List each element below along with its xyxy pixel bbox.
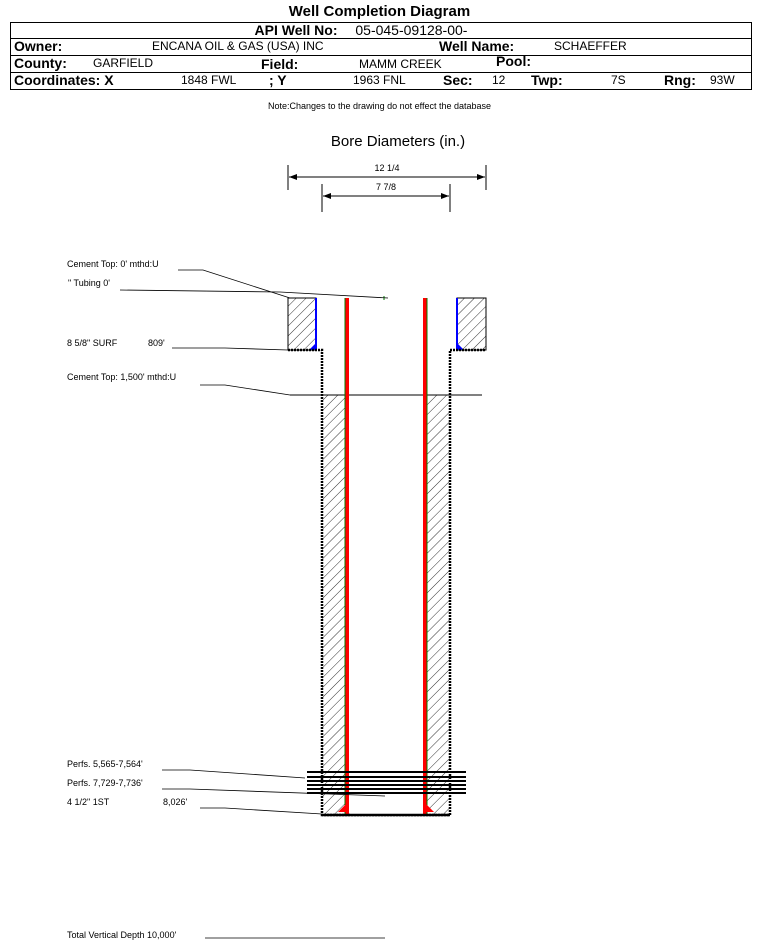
- coordx-label: Coordinates: X: [14, 72, 114, 88]
- perforations: [307, 771, 466, 794]
- pool-label: Pool:: [496, 53, 531, 69]
- label-production-depth: 8,026': [163, 797, 188, 807]
- county-row: County: GARFIELD Field: MAMM CREEK Pool:: [11, 53, 751, 72]
- owner-label: Owner:: [14, 38, 63, 54]
- open-hole-wall: [288, 348, 486, 817]
- wellname-label: Well Name:: [439, 38, 515, 54]
- field-label: Field:: [261, 56, 299, 72]
- sec-label: Sec:: [443, 72, 473, 88]
- production-cement-left: [322, 395, 345, 815]
- label-cement-top-production: Cement Top: 1,500' mthd:U: [67, 372, 176, 382]
- surface-cement-left: [287, 297, 317, 351]
- twp-value: 7S: [611, 73, 626, 87]
- dim-inner: 7 7/8: [376, 182, 396, 192]
- leader-lines: [119, 269, 389, 939]
- production-casing: [338, 298, 434, 815]
- bore-diameters-title: Bore Diameters (in.): [330, 133, 466, 150]
- api-row: API Well No: 05-045-09128-00-: [11, 22, 751, 38]
- county-label: County:: [14, 55, 67, 71]
- label-tubing: " Tubing 0': [68, 278, 110, 288]
- label-surface-casing: 8 5/8" SURF: [67, 338, 118, 348]
- label-perfs-2: Perfs. 7,729-7,736': [67, 778, 143, 788]
- coordx-value: 1848 FWL: [181, 73, 237, 87]
- well-header-table: API Well No: 05-045-09128-00- Owner: ENC…: [10, 22, 752, 90]
- coordy-value: 1963 FNL: [353, 73, 406, 87]
- note: Note:Changes to the drawing do not effec…: [268, 101, 491, 111]
- surface-casing: [309, 298, 464, 350]
- sec-value: 12: [492, 73, 506, 87]
- dimension-lines: [287, 165, 487, 212]
- coordy-label: ; Y: [269, 72, 287, 88]
- label-cement-top-surface: Cement Top: 0' mthd:U: [67, 259, 159, 269]
- coordinates-row: Coordinates: X 1848 FWL ; Y 1963 FNL Sec…: [11, 72, 751, 89]
- api-label: API Well No:: [254, 22, 338, 38]
- field-value: MAMM CREEK: [359, 57, 442, 71]
- rng-label: Rng:: [664, 72, 696, 88]
- twp-label: Twp:: [531, 72, 563, 88]
- dim-outer: 12 1/4: [374, 163, 399, 173]
- label-surface-depth: 809': [148, 338, 165, 348]
- rng-value: 93W: [710, 73, 735, 87]
- label-production-casing: 4 1/2" 1ST: [67, 797, 110, 807]
- diagram-title: Well Completion Diagram: [288, 3, 471, 20]
- label-total-depth: Total Vertical Depth 10,000': [67, 930, 177, 940]
- wellname-value: SCHAEFFER: [554, 39, 627, 53]
- label-perfs-1: Perfs. 5,565-7,564': [67, 759, 143, 769]
- owner-row: Owner: ENCANA OIL & GAS (USA) INC Well N…: [11, 38, 751, 55]
- production-cement-right: [427, 395, 450, 815]
- county-value: GARFIELD: [93, 56, 154, 70]
- api-value: 05-045-09128-00-: [355, 22, 468, 38]
- surface-cement-right: [456, 297, 487, 351]
- owner-value: ENCANA OIL & GAS (USA) INC: [152, 39, 324, 53]
